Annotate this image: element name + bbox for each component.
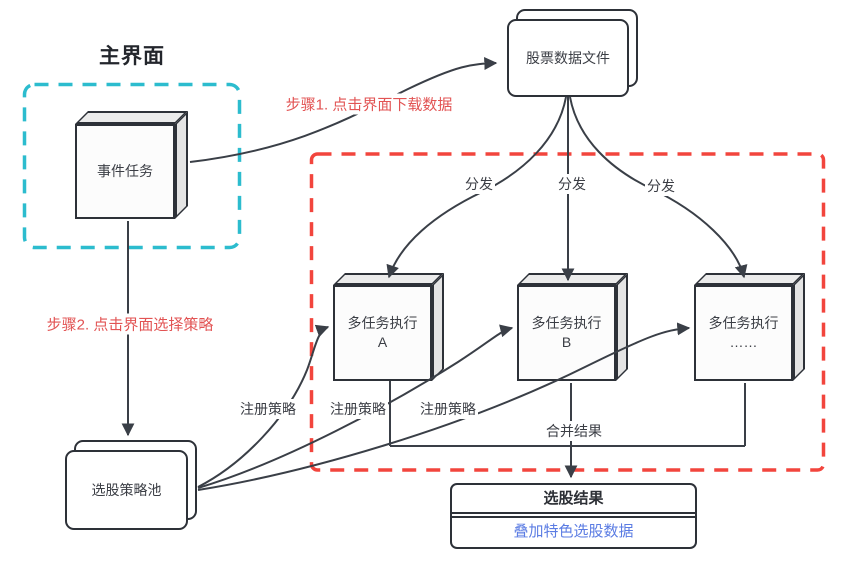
cube-side-face xyxy=(616,273,628,381)
worker-label-line1: 多任务执行 xyxy=(708,315,779,331)
worker-label-line2: …… xyxy=(729,334,758,350)
cube-top-face xyxy=(75,111,188,124)
cube-side-face xyxy=(793,273,805,381)
worker-label-line1: 多任务执行 xyxy=(531,315,602,331)
cube-top-face xyxy=(333,273,444,285)
node-stock-files-label: 股票数据文件 xyxy=(507,19,629,97)
node-worker-more-label: 多任务执行 …… xyxy=(694,285,793,381)
node-worker-b-label: 多任务执行 B xyxy=(517,285,616,381)
worker-label-line2: B xyxy=(561,334,572,350)
worker-label-line2: A xyxy=(377,334,388,350)
node-result-subtitle: 叠加特色选股数据 xyxy=(452,516,695,547)
node-event-task-label: 事件任务 xyxy=(75,124,175,219)
result-divider xyxy=(452,514,695,516)
cube-top-face xyxy=(517,273,628,285)
node-worker-b: 多任务执行 B xyxy=(517,273,629,382)
node-worker-a-label: 多任务执行 A xyxy=(333,285,432,381)
cube-side-face xyxy=(432,273,444,381)
worker-label-line1: 多任务执行 xyxy=(347,315,418,331)
node-worker-a: 多任务执行 A xyxy=(333,273,445,382)
node-strategy-pool-label: 选股策略池 xyxy=(65,450,188,530)
node-result: 选股结果 叠加特色选股数据 xyxy=(450,483,697,549)
node-result-title: 选股结果 xyxy=(452,485,695,514)
node-worker-more: 多任务执行 …… xyxy=(694,273,806,382)
cube-top-face xyxy=(694,273,805,285)
node-event-task: 事件任务 xyxy=(75,111,190,221)
cube-side-face xyxy=(175,111,188,219)
page-title: 主界面 xyxy=(99,45,165,68)
